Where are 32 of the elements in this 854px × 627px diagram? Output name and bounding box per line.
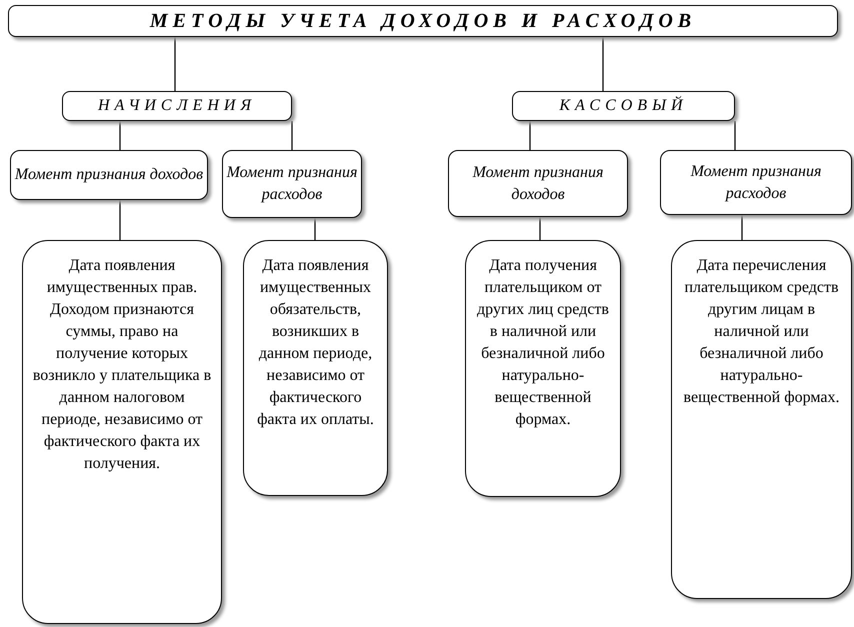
- criterion-text: Момент признания расходов: [226, 163, 358, 205]
- connector-line: [291, 121, 293, 150]
- connector-line: [602, 37, 604, 91]
- description-text: Дата получения плательщиком от других лиц средств в наличной или безналичной либо натурально-вещественной формах.: [476, 256, 610, 430]
- description-text: Дата появления имущественных прав. Доходом признаются суммы, право на получение которых возникло у плательщика в данном налоговом периоде, независимо от фактического факта их получения.: [32, 256, 212, 474]
- heading-box: [8, 5, 838, 37]
- connector-line: [119, 121, 121, 150]
- criterion-box: [660, 150, 852, 215]
- description-text: Дата перечисления плательщиком средств другим лицам в наличной или безналичной либо натурально-вещественной формах.: [682, 256, 840, 408]
- criterion-text: Момент признания доходов: [14, 165, 204, 185]
- category-text: КАССОВЫЙ: [559, 97, 688, 115]
- category-box: [62, 91, 292, 121]
- description-box: [243, 240, 388, 496]
- criterion-box: [448, 150, 628, 217]
- category-text: НАЧИСЛЕНИЯ: [98, 97, 256, 115]
- connector-line: [529, 121, 531, 150]
- criterion-box: [10, 150, 208, 200]
- description-box: [465, 240, 621, 497]
- criterion-box: [222, 150, 362, 218]
- criterion-text: Момент признания доходов: [472, 162, 604, 204]
- heading-text: МЕТОДЫ УЧЕТА ДОХОДОВ И РАСХОДОВ: [150, 10, 696, 32]
- connector-line: [314, 218, 316, 240]
- connector-line: [734, 121, 736, 150]
- connector-line: [174, 37, 176, 91]
- category-box: [512, 91, 735, 121]
- connector-line: [741, 215, 743, 240]
- criterion-text: Момент признания расходов: [690, 162, 822, 204]
- connector-line: [539, 217, 541, 240]
- description-text: Дата появления имущественных обязательств, возникших в данном периоде, независимо от фактического факта их оплаты.: [256, 256, 375, 430]
- description-box: [22, 240, 222, 624]
- connector-line: [119, 200, 121, 240]
- description-box: [671, 240, 852, 599]
